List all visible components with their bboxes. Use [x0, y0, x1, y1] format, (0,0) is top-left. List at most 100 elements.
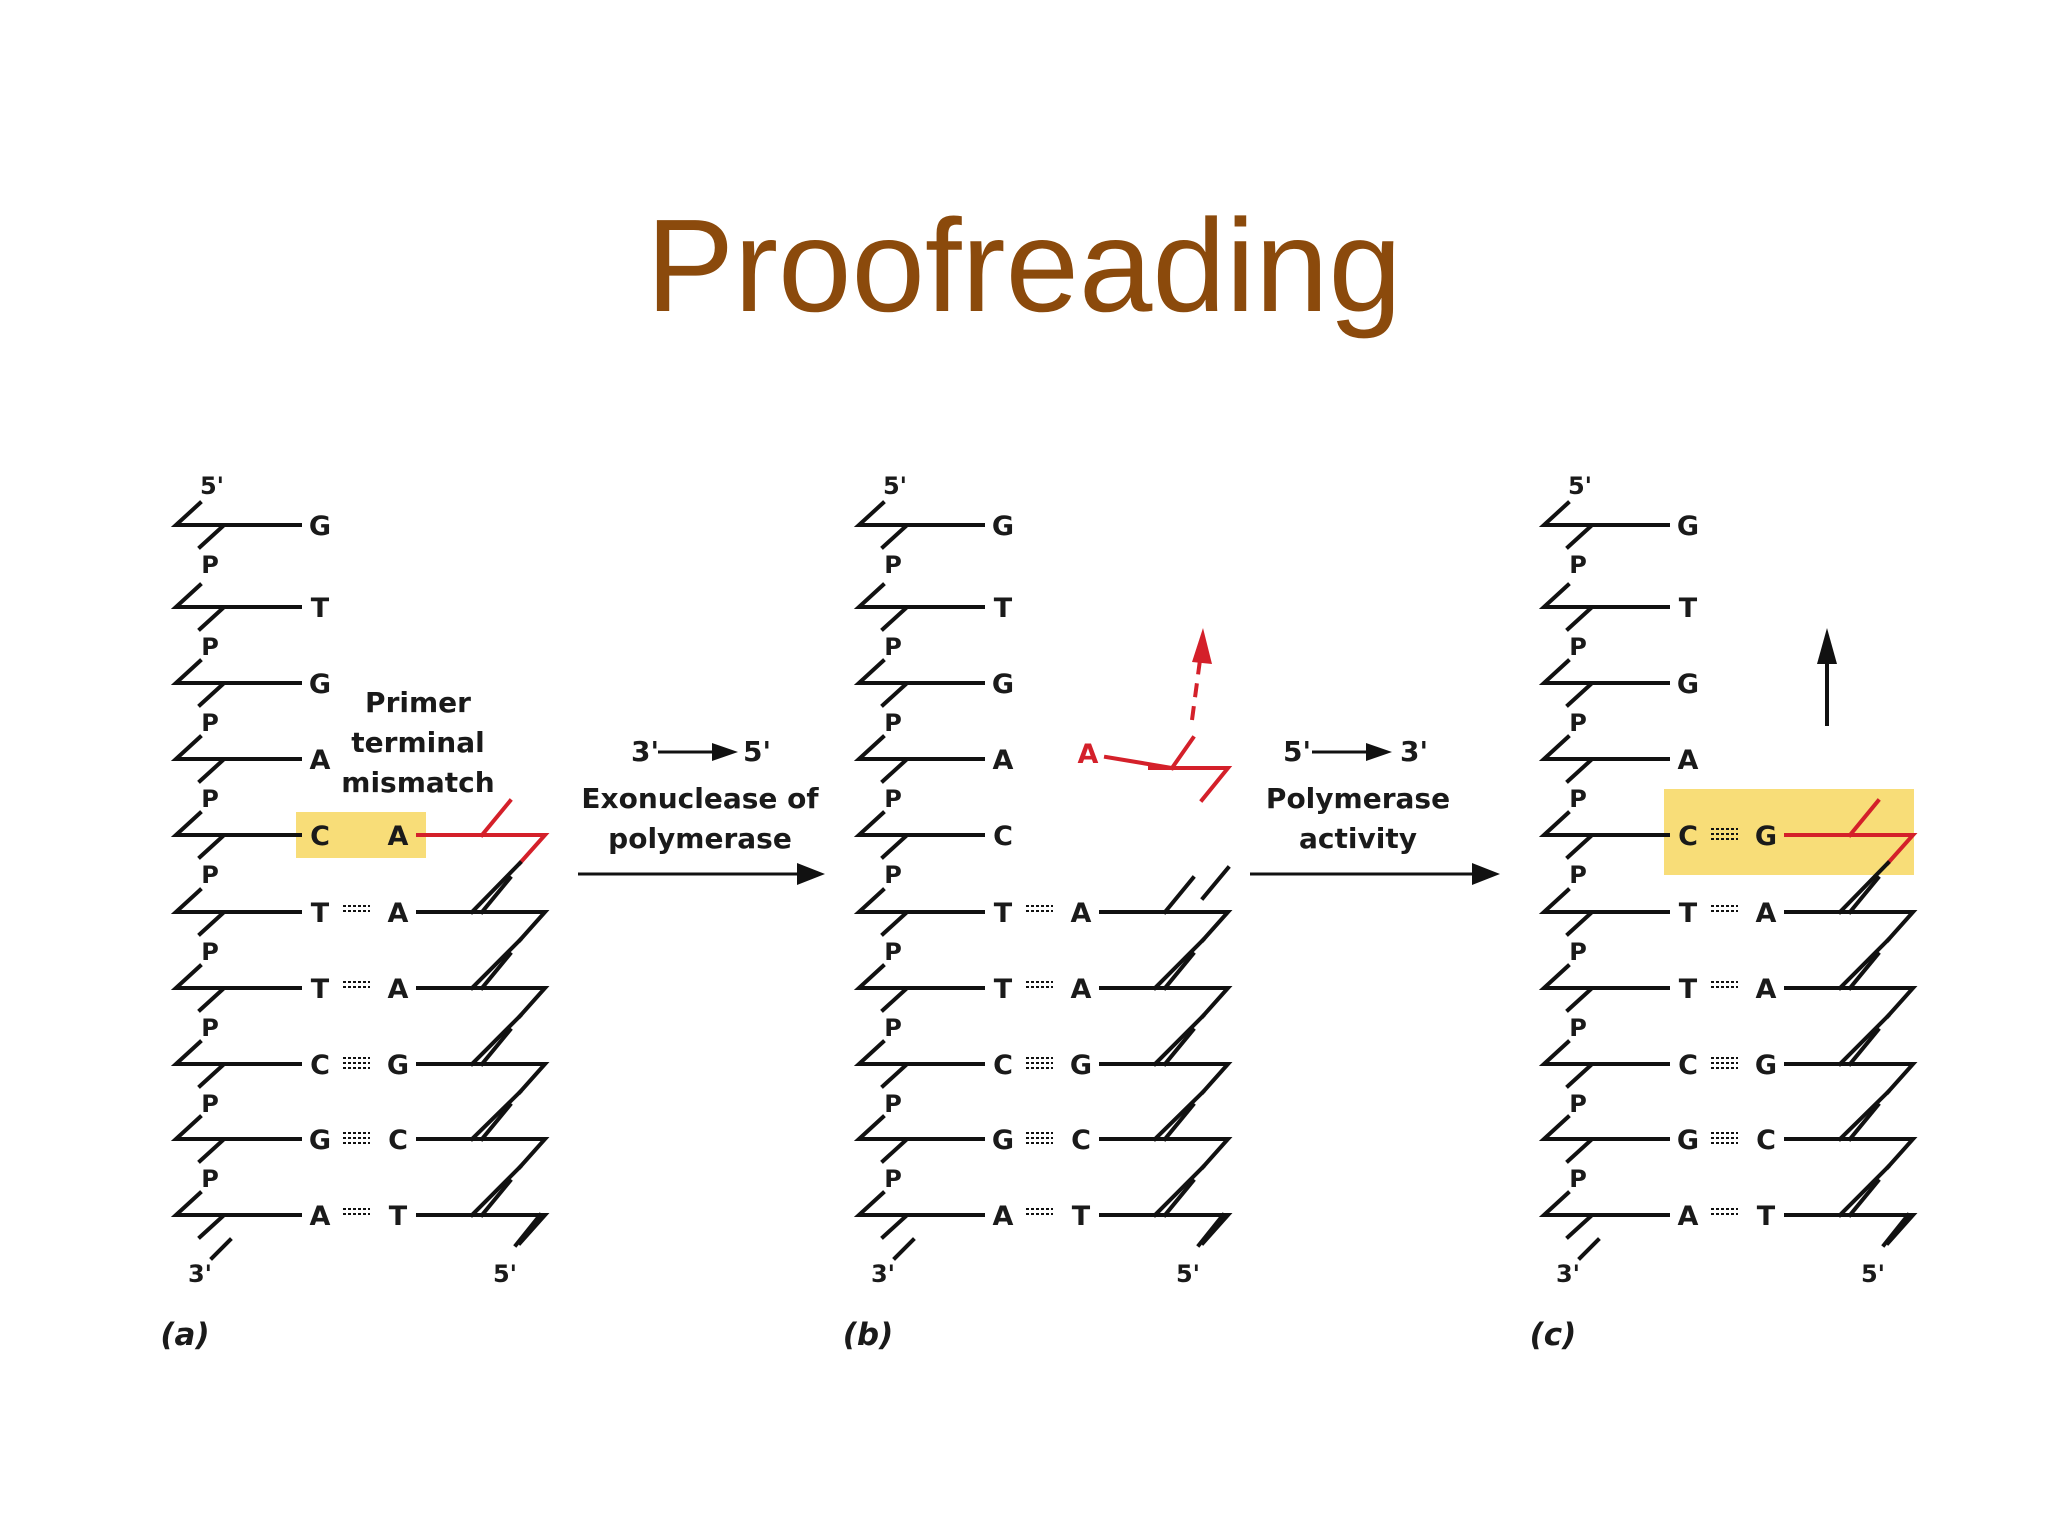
phosphate-label: P — [884, 1090, 902, 1118]
base-pair-bonds — [1711, 828, 1738, 840]
template-nucleotide: CP — [1538, 810, 1698, 889]
step-exonuclease: 3' 5' Exonuclease of polymerase — [578, 735, 825, 885]
template-base: A — [310, 745, 331, 776]
phosphate-label: P — [201, 633, 219, 661]
excised-base-label: A — [1078, 739, 1099, 770]
template-nucleotide: GP — [1538, 500, 1699, 579]
base-pair-bonds — [343, 981, 370, 988]
primer-base: G — [1070, 1050, 1092, 1081]
primer-nucleotide: C — [343, 1102, 550, 1218]
release-arrowhead — [1192, 628, 1212, 664]
template-base: T — [311, 593, 330, 624]
phosphate-label: P — [884, 861, 902, 889]
step-arrowhead — [797, 863, 825, 885]
step-label-line1: Polymerase — [1266, 782, 1450, 815]
template-base: T — [311, 974, 330, 1005]
mismatch-note-line1: Primer — [365, 686, 471, 719]
primer-nucleotide: T — [343, 1178, 550, 1246]
base-pair-bonds — [343, 1132, 370, 1144]
mismatch-note-line3: mismatch — [341, 766, 494, 799]
primer-5prime-end: 5' — [1861, 1260, 1885, 1288]
base-pair-bonds — [1711, 1132, 1738, 1144]
template-nucleotide: GP — [853, 500, 1014, 579]
template-base: C — [993, 821, 1013, 852]
corrected-highlight — [1664, 789, 1914, 875]
primer-base: G — [1755, 1050, 1777, 1081]
template-3prime-end: 3' — [188, 1260, 212, 1288]
primer-nucleotide: G — [343, 1027, 550, 1142]
primer-base: C — [1756, 1125, 1776, 1156]
mismatch-note: Primer terminal mismatch — [341, 686, 494, 799]
template-nucleotide: TP — [853, 582, 1013, 661]
template-nucleotide: AP — [1538, 734, 1699, 813]
phosphate-label: P — [201, 709, 219, 737]
primer-5prime-end: 5' — [493, 1260, 517, 1288]
primer-nucleotide: A — [1711, 951, 1918, 1067]
template-3prime-end: 3' — [1556, 1260, 1580, 1288]
step-label-line2: activity — [1299, 822, 1417, 855]
template-base: A — [1678, 745, 1699, 776]
step-direction-end: 3' — [1400, 735, 1428, 768]
base-pair-bonds — [1026, 1208, 1053, 1215]
primer-base: A — [388, 821, 409, 852]
template-base: G — [309, 1125, 331, 1156]
primer-nucleotide: T — [1711, 1178, 1918, 1246]
template-nucleotide: GP — [853, 1114, 1014, 1193]
step-label-line1: Exonuclease of — [581, 782, 819, 815]
base-pair-bonds — [1711, 905, 1738, 912]
template-base: A — [310, 1201, 331, 1232]
phosphate-label: P — [884, 785, 902, 813]
template-nucleotide: GP — [1538, 658, 1699, 737]
phosphate-label: P — [884, 938, 902, 966]
template-nucleotide: AP — [853, 734, 1014, 813]
template-nucleotide: TP — [1538, 582, 1698, 661]
base-pair-bonds — [343, 1208, 370, 1215]
phosphate-label: P — [884, 1014, 902, 1042]
template-base: A — [1678, 1201, 1699, 1232]
primer-nucleotide: A — [343, 951, 550, 1067]
base-pair-bonds — [1026, 1132, 1053, 1144]
primer-nucleotide: G — [1711, 1027, 1918, 1142]
phosphate-label: P — [884, 1165, 902, 1193]
template-base: G — [1677, 511, 1699, 542]
primer-base: A — [1756, 974, 1777, 1005]
primer-base: A — [1071, 974, 1092, 1005]
phosphate-label: P — [201, 938, 219, 966]
template-3prime-end: 3' — [871, 1260, 895, 1288]
primer-nucleotide: A — [1026, 875, 1233, 991]
phosphate-label: P — [1569, 709, 1587, 737]
template-base: T — [311, 898, 330, 929]
template-nucleotide: TP — [853, 887, 1013, 966]
template-base: A — [993, 1201, 1014, 1232]
mismatch-note-line2: terminal — [351, 726, 484, 759]
base-pair-bonds — [1026, 981, 1053, 988]
slide-title: Proofreading — [646, 192, 1402, 339]
primer-5prime-end: 5' — [1176, 1260, 1200, 1288]
primer-base: T — [389, 1201, 408, 1232]
template-nucleotide: TP — [170, 963, 330, 1042]
template-5prime-end: 5' — [200, 472, 224, 500]
template-base: T — [994, 898, 1013, 929]
excised-nucleotide: A — [1078, 628, 1233, 803]
template-nucleotide: TP — [853, 963, 1013, 1042]
primer-nucleotide: A — [1026, 951, 1233, 1067]
template-nucleotide: AP — [170, 734, 331, 813]
template-base: G — [992, 1125, 1014, 1156]
base-pair-bonds — [343, 1057, 370, 1069]
template-base: C — [1678, 821, 1698, 852]
primer-nucleotide: A — [388, 798, 550, 915]
template-base: T — [994, 974, 1013, 1005]
template-base: C — [1678, 1050, 1698, 1081]
step-polymerase: 5' 3' Polymerase activity — [1250, 735, 1500, 885]
phosphate-label: P — [201, 1014, 219, 1042]
template-base: G — [992, 669, 1014, 700]
phosphate-label: P — [201, 861, 219, 889]
template-nucleotide: CP — [853, 1039, 1013, 1118]
template-nucleotide: A — [170, 1190, 331, 1240]
template-base: G — [992, 511, 1014, 542]
primer-base: T — [1072, 1201, 1091, 1232]
release-arrow — [1190, 659, 1202, 721]
base-pair-bonds — [1026, 905, 1053, 912]
